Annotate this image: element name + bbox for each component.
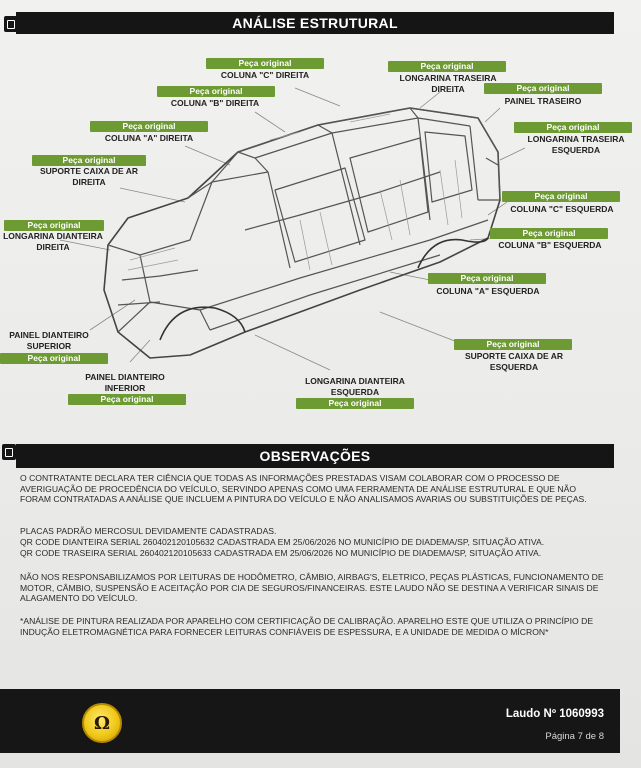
label-longarina-traseira-esquerda: LONGARINA TRASEIRA ESQUERDA	[527, 134, 625, 155]
label-painel-traseiro: PAINEL TRASEIRO	[504, 96, 582, 106]
obs-paragraph-6: *ANÁLISE DE PINTURA REALIZADA POR APAREL…	[20, 616, 594, 637]
label-coluna-c-direita: COLUNA "C" DIREITA	[220, 70, 310, 80]
label-painel-dianteiro-inferior: PAINEL DIANTEIRO INFERIOR	[85, 372, 165, 393]
notes-icon	[2, 444, 16, 460]
label-coluna-c-esquerda: COLUNA "C" ESQUERDA	[510, 204, 614, 214]
label-longarina-dianteira-direita: LONGARINA DIANTEIRA DIREITA	[3, 231, 103, 252]
tag-longarina-dianteira-direita: Peça original	[4, 220, 104, 231]
tag-longarina-dianteira-esquerda: Peça original	[296, 398, 414, 409]
tag-longarina-traseira-direita: Peça original	[388, 61, 506, 72]
tag-painel-dianteiro-superior: Peça original	[0, 353, 108, 364]
obs-paragraph-3: QR CODE DIANTEIRA SERIAL 260402120105632…	[20, 537, 545, 547]
structure-diagram: Peça original COLUNA "C" DIREITA Peça or…	[0, 40, 641, 412]
tag-coluna-c-esquerda: Peça original	[502, 191, 620, 202]
tag-coluna-a-esquerda: Peça original	[428, 273, 546, 284]
section-title-observacoes: OBSERVAÇÕES	[16, 444, 614, 468]
tag-suporte-caixa-ar-esquerda: Peça original	[454, 339, 572, 350]
label-coluna-a-direita: COLUNA "A" DIREITA	[104, 133, 194, 143]
tag-painel-dianteiro-inferior: Peça original	[68, 394, 186, 405]
tag-coluna-b-direita: Peça original	[157, 86, 275, 97]
label-coluna-b-direita: COLUNA "B" DIREITA	[170, 98, 260, 108]
tag-coluna-c-direita: Peça original	[206, 58, 324, 69]
laudo-number: Laudo Nº 1060993	[505, 708, 604, 720]
document-icon	[4, 16, 18, 32]
label-longarina-dianteira-esquerda: LONGARINA DIANTEIRA ESQUERDA	[305, 376, 405, 397]
label-suporte-caixa-ar-esquerda: SUPORTE CAIXA DE AR ESQUERDA	[464, 351, 564, 372]
section-title-analise: ANÁLISE ESTRUTURAL	[16, 12, 614, 34]
label-longarina-traseira-direita: LONGARINA TRASEIRA DIREITA	[399, 73, 497, 94]
tag-painel-traseiro: Peça original	[484, 83, 602, 94]
page-number: Página 7 de 8	[545, 731, 604, 742]
tag-longarina-traseira-esquerda: Peça original	[514, 122, 632, 133]
label-suporte-caixa-ar-direita: SUPORTE CAIXA DE AR DIREITA	[39, 166, 139, 187]
tag-coluna-b-esquerda: Peça original	[490, 228, 608, 239]
label-painel-dianteiro-superior: PAINEL DIANTEIRO SUPERIOR	[9, 330, 89, 351]
label-coluna-a-esquerda: COLUNA "A" ESQUERDA	[436, 286, 540, 296]
tag-suporte-caixa-ar-direita: Peça original	[32, 155, 146, 166]
car-structure-illustration	[59, 87, 526, 371]
omega-logo-icon: Ω	[82, 703, 122, 743]
obs-paragraph-4: QR CODE TRASEIRA SERIAL 260402120105633 …	[20, 548, 542, 558]
obs-paragraph-5: NÃO NOS RESPONSABILIZAMOS POR LEITURAS D…	[20, 572, 604, 604]
obs-paragraph-1: O CONTRATANTE DECLARA TER CIÊNCIA QUE TO…	[20, 473, 587, 505]
label-coluna-b-esquerda: COLUNA "B" ESQUERDA	[498, 240, 602, 250]
tag-coluna-a-direita: Peça original	[90, 121, 208, 132]
obs-paragraph-2: PLACAS PADRÃO MERCOSUL DEVIDAMENTE CADAS…	[20, 526, 277, 536]
